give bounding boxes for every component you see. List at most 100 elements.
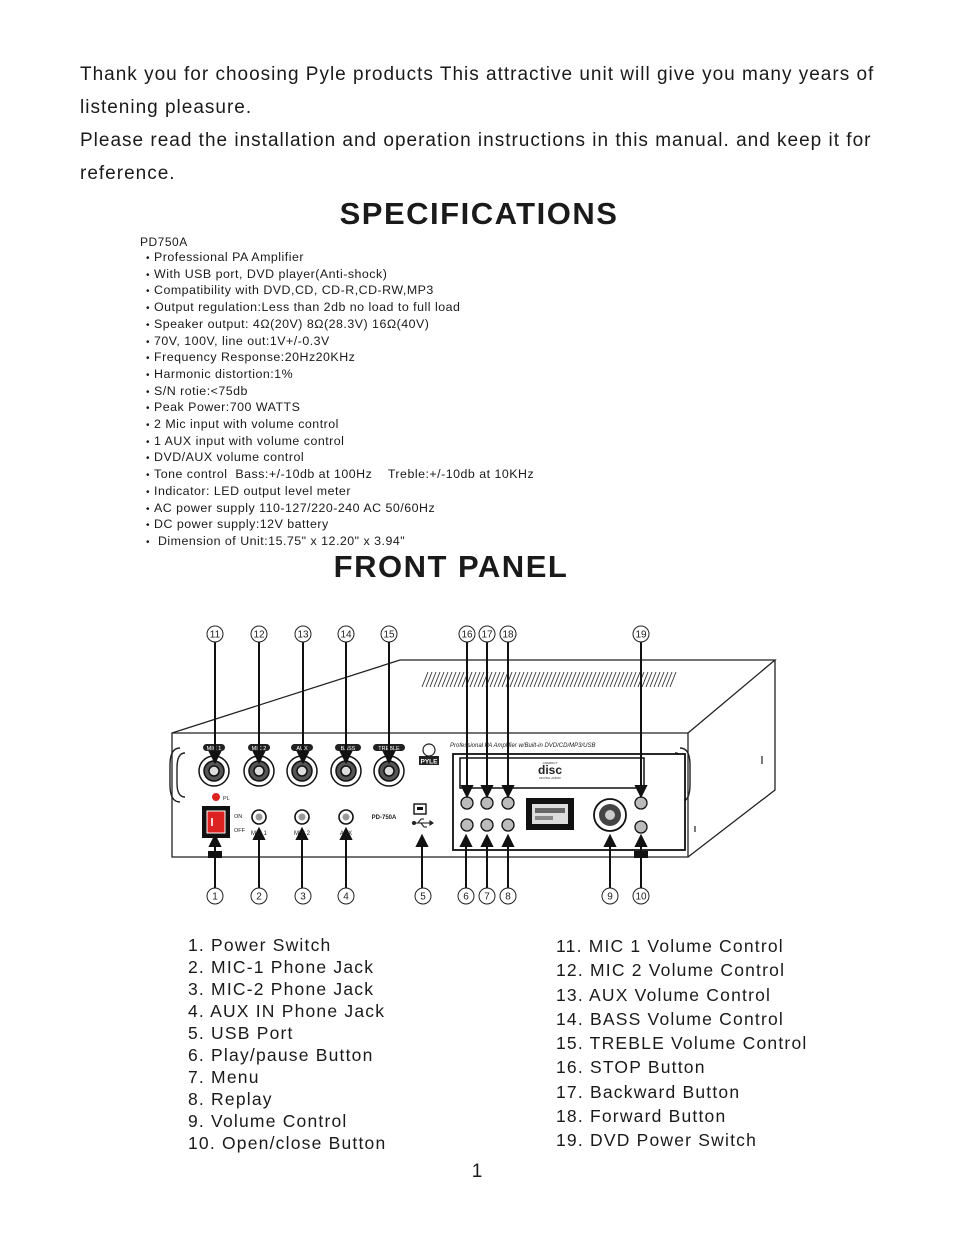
callout-5: 5 bbox=[420, 892, 426, 903]
callout-11: 11 bbox=[210, 630, 221, 641]
front-panel-heading: FRONT PANEL bbox=[333, 549, 569, 584]
stop-button[interactable] bbox=[460, 796, 474, 810]
spec-item: 2 Mic input with volume control bbox=[142, 417, 534, 434]
play-pause-button[interactable] bbox=[460, 818, 474, 832]
intro-paragraph-1: Thank you for choosing Pyle products Thi… bbox=[80, 64, 875, 118]
model-number: PD750A bbox=[140, 235, 188, 249]
callout-18: 18 bbox=[502, 630, 514, 641]
legend-item: 13. AUX Volume Control bbox=[556, 984, 772, 1005]
dvd-section: COMPACT disc DIGITAL AUDIO bbox=[452, 753, 686, 851]
spec-item: 1 AUX input with volume control bbox=[142, 434, 534, 451]
spec-item: AC power supply 110-127/220-240 AC 50/60… bbox=[142, 501, 534, 518]
disc-tray[interactable] bbox=[459, 757, 645, 789]
callout-9: 9 bbox=[607, 892, 613, 903]
legend-item: 7. Menu bbox=[188, 1067, 260, 1087]
spec-item: Indicator: LED output level meter bbox=[142, 484, 534, 501]
replay-button[interactable] bbox=[501, 818, 515, 832]
left-handle-inner bbox=[176, 752, 186, 798]
vent-slots bbox=[421, 671, 677, 688]
disc-logo-small-bottom: DIGITAL AUDIO bbox=[539, 776, 561, 780]
legend-item: 11. MIC 1 Volume Control bbox=[556, 936, 784, 956]
power-led-label: PL bbox=[223, 796, 230, 802]
legend-item: 3. MIC-2 Phone Jack bbox=[188, 979, 375, 999]
bottom-callouts bbox=[206, 887, 650, 905]
legend-item: 6. Play/pause Button bbox=[188, 1045, 374, 1065]
top-callouts bbox=[206, 625, 650, 643]
callout-4: 4 bbox=[343, 892, 349, 903]
dvd-volume-knob[interactable] bbox=[593, 798, 627, 832]
callout-2: 2 bbox=[256, 892, 262, 903]
specifications-heading: SPECIFICATIONS bbox=[339, 196, 619, 231]
usb-port[interactable] bbox=[413, 803, 427, 815]
top-face bbox=[171, 659, 777, 734]
usb-icon bbox=[411, 818, 434, 828]
specifications-list: Professional PA Amplifier With USB port,… bbox=[142, 250, 534, 551]
intro-paragraph-2: Please read the installation and operati… bbox=[80, 130, 872, 184]
legend-item: 15. TREBLE Volume Control bbox=[556, 1033, 808, 1054]
dvd-power-switch[interactable] bbox=[634, 796, 648, 810]
legend-item: 17. Backward Button bbox=[556, 1081, 741, 1102]
callout-13: 13 bbox=[297, 630, 309, 641]
open-close-button[interactable] bbox=[634, 820, 648, 834]
legend-item: 14. BASS Volume Control bbox=[556, 1008, 784, 1029]
spec-item: Compatibility with DVD,CD, CD-R,CD-RW,MP… bbox=[142, 283, 534, 300]
treble-knob[interactable] bbox=[373, 755, 405, 787]
spec-item: DVD/AUX volume control bbox=[142, 450, 534, 467]
left-handle bbox=[169, 747, 181, 803]
disc-logo: disc bbox=[538, 763, 562, 777]
callout-1: 1 bbox=[212, 892, 218, 903]
callout-15: 15 bbox=[383, 630, 395, 641]
callout-6: 6 bbox=[463, 892, 469, 903]
legend-right: 11. MIC 1 Volume Control 12. MIC 2 Volum… bbox=[556, 934, 807, 1153]
callout-7: 7 bbox=[484, 892, 490, 903]
legend-item: 12. MIC 2 Volume Control bbox=[556, 960, 786, 981]
legend-item: 19. DVD Power Switch bbox=[556, 1130, 758, 1151]
callout-8: 8 bbox=[505, 892, 511, 903]
power-led bbox=[212, 793, 220, 801]
disc-logo-small-top: COMPACT bbox=[543, 761, 558, 765]
spec-item: Harmonic distortion:1% bbox=[142, 367, 534, 384]
legend-item: 9. Volume Control bbox=[188, 1111, 348, 1131]
callout-17: 17 bbox=[481, 630, 493, 641]
spec-item: DC power supply:12V battery bbox=[142, 517, 534, 534]
spec-item: Dimension of Unit:15.75" x 12.20" x 3.94… bbox=[142, 534, 534, 551]
callout-19: 19 bbox=[635, 630, 647, 641]
spec-item: Speaker output: 4Ω(20V) 8Ω(28.3V) 16Ω(40… bbox=[142, 317, 534, 334]
legend-left: 1. Power Switch 2. MIC-1 Phone Jack 3. M… bbox=[188, 934, 386, 1154]
callout-10: 10 bbox=[635, 892, 647, 903]
panel-model-label: PD-750A bbox=[372, 815, 397, 821]
top-callout-arrows bbox=[208, 642, 648, 799]
panel-title-text: Professional PA Amplifier w/Built-in DVD… bbox=[450, 743, 596, 749]
callout-16: 16 bbox=[461, 630, 473, 641]
brand-text: PYLE bbox=[421, 759, 439, 766]
aux-volume-knob[interactable] bbox=[286, 755, 318, 787]
spec-item: 70V, 100V, line out:1V+/-0.3V bbox=[142, 334, 534, 351]
spec-item: Tone control Bass:+/-10db at 100Hz Trebl… bbox=[142, 467, 534, 484]
spec-item: S/N rotie:<75db bbox=[142, 384, 534, 401]
backward-button[interactable] bbox=[480, 796, 494, 810]
mic2-volume-knob[interactable] bbox=[243, 755, 275, 787]
spec-item: Frequency Response:20Hz20KHz bbox=[142, 350, 534, 367]
callout-3: 3 bbox=[300, 892, 306, 903]
legend-item: 1. Power Switch bbox=[188, 935, 332, 955]
brand-logo: PYLE bbox=[419, 743, 439, 766]
spec-item: Peak Power:700 WATTS bbox=[142, 400, 534, 417]
chassis bbox=[171, 659, 777, 858]
mic1-volume-knob[interactable] bbox=[198, 755, 230, 787]
menu-button[interactable] bbox=[480, 818, 494, 832]
legend-item: 2. MIC-1 Phone Jack bbox=[188, 957, 375, 977]
spec-item: Output regulation:Less than 2db no load … bbox=[142, 300, 534, 317]
forward-button[interactable] bbox=[501, 796, 515, 810]
switch-off-label: OFF bbox=[234, 828, 246, 834]
legend-item: 10. Open/close Button bbox=[188, 1133, 387, 1153]
legend-item: 18. Forward Button bbox=[556, 1106, 727, 1127]
bottom-callout-arrows bbox=[208, 826, 648, 888]
callout-12: 12 bbox=[253, 630, 265, 641]
front-panel-diagram: MIC 1 MIC 2 AUX BASS TREBLE PYLE PL ON O… bbox=[169, 625, 777, 905]
side-face bbox=[687, 660, 776, 858]
spec-item: Professional PA Amplifier bbox=[142, 250, 534, 267]
legend-item: 5. USB Port bbox=[188, 1023, 294, 1043]
power-switch-area: PL ON OFF bbox=[202, 793, 246, 858]
page-number: 1 bbox=[471, 1161, 483, 1182]
spec-item: With USB port, DVD player(Anti-shock) bbox=[142, 267, 534, 284]
